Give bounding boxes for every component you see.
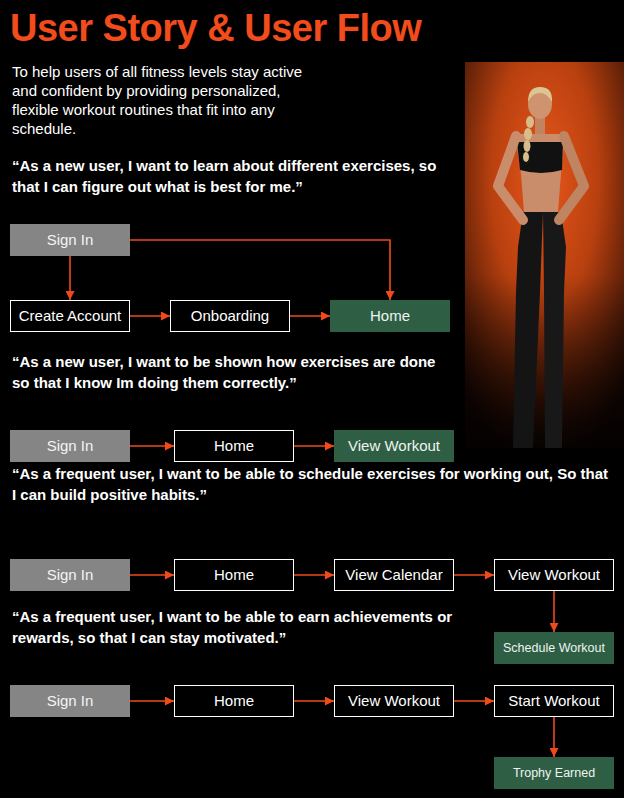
athlete-photo [465, 62, 624, 448]
flow-arrow [553, 591, 555, 632]
goal-box: Trophy Earned [494, 757, 614, 789]
box-label: View Workout [508, 566, 600, 584]
step-box: Home [174, 559, 294, 591]
torso [515, 134, 565, 212]
box-label: View Workout [348, 437, 440, 455]
legging-left [513, 212, 543, 448]
box-label: Home [214, 692, 254, 710]
box-label: Schedule Workout [503, 641, 605, 655]
arm-right [559, 136, 584, 220]
step-box: Onboarding [170, 300, 290, 332]
flow-arrow [294, 700, 334, 702]
step-box: View Calendar [334, 559, 454, 591]
box-label: Home [370, 307, 410, 325]
start-box: Sign In [10, 685, 130, 717]
box-label: Start Workout [508, 692, 599, 710]
flow-arrow [130, 445, 174, 447]
flow-arrow [454, 700, 494, 702]
arm-left [498, 136, 523, 220]
box-label: Home [214, 437, 254, 455]
step-box: Start Workout [494, 685, 614, 717]
box-label: View Calendar [345, 566, 442, 584]
user-story: “As a new user, I want to learn about di… [12, 156, 452, 197]
goal-box: Home [330, 300, 450, 332]
box-label: View Workout [348, 692, 440, 710]
user-story: “As a new user, I want to be shown how e… [12, 352, 452, 393]
start-box: Sign In [10, 430, 130, 462]
box-label: Onboarding [191, 307, 269, 325]
flow-arrow [130, 700, 174, 702]
box-label: Create Account [19, 307, 122, 325]
flow-arrow [69, 256, 71, 300]
flow-arrow [294, 445, 334, 447]
step-box: View Workout [334, 685, 454, 717]
goal-box: Schedule Workout [494, 632, 614, 664]
flow-arrow [290, 315, 330, 317]
photo-ground [465, 62, 624, 448]
braid [526, 116, 534, 128]
page-title: User Story & User Flow [10, 6, 421, 50]
braid [524, 128, 532, 140]
flow-arrow [294, 574, 334, 576]
braid [524, 140, 531, 152]
step-box: Home [174, 685, 294, 717]
mission-text: To help users of all fitness levels stay… [12, 62, 312, 138]
step-box: Home [174, 430, 294, 462]
user-story: “As a frequent user, I want to be able t… [12, 607, 482, 648]
goal-box: View Workout [334, 430, 454, 462]
box-label: Sign In [47, 566, 94, 584]
photo-shade [465, 62, 624, 448]
legging-right [543, 212, 566, 448]
user-story: “As a frequent user, I want to be able t… [12, 464, 612, 505]
flow-arrow [130, 240, 390, 300]
box-label: Home [214, 566, 254, 584]
flow-arrow [553, 717, 555, 757]
step-box: Create Account [10, 300, 130, 332]
flow-arrow [130, 574, 174, 576]
flow-arrow [454, 574, 494, 576]
box-label: Sign In [47, 231, 94, 249]
flow-arrow [130, 315, 170, 317]
hair [528, 87, 552, 102]
step-box: View Workout [494, 559, 614, 591]
start-box: Sign In [10, 559, 130, 591]
box-label: Trophy Earned [513, 766, 595, 780]
box-label: Sign In [47, 692, 94, 710]
start-box: Sign In [10, 224, 130, 256]
box-label: Sign In [47, 437, 94, 455]
braid [523, 152, 529, 162]
